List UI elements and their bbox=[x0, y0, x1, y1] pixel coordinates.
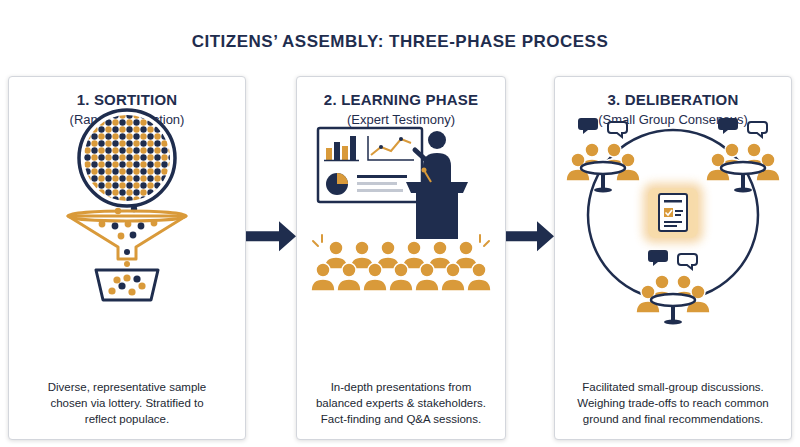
lottery-drum bbox=[79, 110, 175, 206]
phase-heading: 2. LEARNING PHASE bbox=[303, 91, 499, 108]
selection-cup bbox=[96, 270, 158, 300]
funnel-rim bbox=[68, 211, 186, 221]
audience bbox=[311, 235, 491, 291]
recommendation-document bbox=[659, 194, 687, 231]
phase-description: Facilitated small-group discussions. Wei… bbox=[562, 379, 784, 427]
falling-dot bbox=[131, 206, 137, 212]
phase-card: 1. SORTITION (Random Selection) Diverse, r… bbox=[8, 76, 246, 440]
discussion-table bbox=[566, 118, 640, 193]
phase-subtitle: (Random Selection) bbox=[15, 112, 239, 127]
line-chart-icon bbox=[368, 136, 414, 160]
phase-heading: 1. SORTITION bbox=[15, 91, 239, 108]
phase-card: 2. LEARNING PHASE (Expert Testimony) In-de… bbox=[296, 76, 506, 440]
consensus-ring bbox=[588, 130, 758, 300]
phase-heading: 3. DELIBERATION bbox=[561, 91, 785, 108]
phase-card: 3. DELIBERATION (Small Group Consensus) Fa… bbox=[554, 76, 792, 440]
presentation-board bbox=[318, 128, 422, 202]
expert-illustration bbox=[311, 128, 491, 291]
document-glow bbox=[643, 183, 703, 243]
deliberation-illustration bbox=[566, 118, 780, 325]
phase-subtitle: (Expert Testimony) bbox=[303, 112, 499, 127]
bar-chart-icon bbox=[324, 136, 359, 161]
pie-chart-icon bbox=[326, 173, 348, 195]
flow-arrow bbox=[506, 221, 554, 251]
phase-description: In-depth presentations from balanced exp… bbox=[306, 379, 496, 427]
text-lines-icon bbox=[357, 175, 407, 192]
flow-arrow bbox=[246, 221, 296, 251]
falling-dot bbox=[115, 208, 121, 214]
speaker-figure bbox=[415, 131, 451, 186]
discussion-table bbox=[636, 250, 710, 325]
lottery-illustration bbox=[68, 110, 186, 300]
document-highlight bbox=[648, 188, 698, 238]
population-dots bbox=[84, 115, 170, 201]
phase-description: Diverse, representative sample chosen vi… bbox=[34, 379, 220, 427]
funnel-dots bbox=[99, 220, 158, 267]
diagram-title: CITIZENS’ ASSEMBLY: THREE-PHASE PROCESS bbox=[0, 32, 800, 52]
podium bbox=[406, 168, 468, 240]
phase-subtitle: (Small Group Consensus) bbox=[561, 112, 785, 127]
discussion-table bbox=[706, 118, 780, 193]
cup-dots bbox=[108, 274, 145, 295]
funnel bbox=[68, 216, 186, 259]
